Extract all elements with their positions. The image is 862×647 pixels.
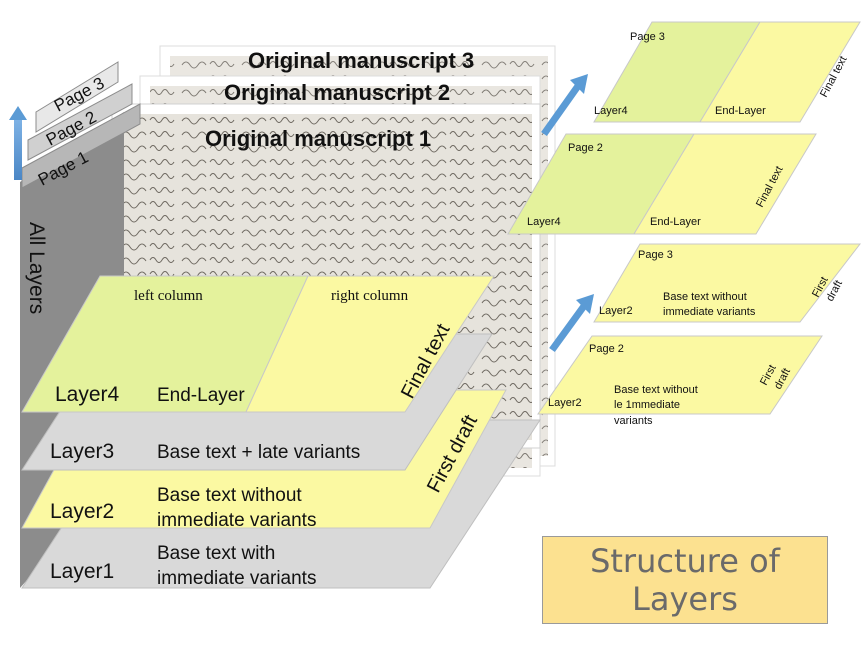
structure-title-line2: Layers xyxy=(632,580,738,618)
page-2-tab xyxy=(27,83,133,161)
layer2-desc-line1: Base text without xyxy=(157,485,302,506)
layer2-desc-line2: immediate variants xyxy=(157,510,316,531)
left-column-label: left column xyxy=(134,288,203,304)
panel-draft-page3-desc2: immediate variants xyxy=(663,306,756,318)
diagonal-arrow-icon xyxy=(549,294,594,353)
layer4-right-plate xyxy=(245,275,495,413)
layer1-name: Layer1 xyxy=(50,560,114,583)
panel-draft-page3-layer: Layer2 xyxy=(599,305,633,317)
panel-draft-page2-desc1: Base text without xyxy=(614,384,698,396)
layer4-name: Layer4 xyxy=(55,383,120,406)
panel-final-page2-end: End-Layer xyxy=(650,216,701,228)
layer3-desc: Base text + late variants xyxy=(157,442,360,463)
diagonal-arrow-icon xyxy=(541,74,588,137)
panel-draft-page3-desc1: Base text without xyxy=(663,291,747,303)
panel-final-page2-page: Page 2 xyxy=(568,142,603,154)
panel-final-page3-page: Page 3 xyxy=(630,31,665,43)
structure-title-box: Structure of Layers xyxy=(542,536,828,624)
panel-draft-page3-page: Page 3 xyxy=(638,249,673,261)
layer1-desc-line2: immediate variants xyxy=(157,568,316,589)
page-3-tab xyxy=(35,61,119,133)
panel-draft-page2 xyxy=(537,335,823,415)
panel-final-page3-layer: Layer4 xyxy=(594,105,628,117)
manuscript-3-title: Original manuscript 3 xyxy=(248,48,474,73)
all-layers-label: All Layers xyxy=(25,222,48,314)
panel-final-page2 xyxy=(507,133,817,235)
structure-title-line1: Structure of xyxy=(590,542,780,580)
manuscript-2-title: Original manuscript 2 xyxy=(224,80,450,105)
layer2-name: Layer2 xyxy=(50,500,114,523)
panel-final-page3-end: End-Layer xyxy=(715,105,766,117)
panel-draft-page2-page: Page 2 xyxy=(589,343,624,355)
panel-final-page2-layer: Layer4 xyxy=(527,216,561,228)
panel-final-page3 xyxy=(593,21,861,123)
up-arrow-icon xyxy=(9,106,27,180)
page-1-tab xyxy=(21,103,141,189)
panel-draft-page3 xyxy=(593,243,862,323)
manuscript-1-title: Original manuscript 1 xyxy=(205,126,431,151)
layer1-desc-line1: Base text with xyxy=(157,543,275,564)
panel-draft-page2-desc3: variants xyxy=(614,415,653,427)
panel-draft-page2-layer: Layer2 xyxy=(548,397,582,409)
right-column-label: right column xyxy=(331,288,409,304)
panel-draft-page2-desc2: le 1mmediate xyxy=(614,399,680,411)
layer4-desc: End-Layer xyxy=(157,385,245,406)
layer3-name: Layer3 xyxy=(50,440,114,463)
